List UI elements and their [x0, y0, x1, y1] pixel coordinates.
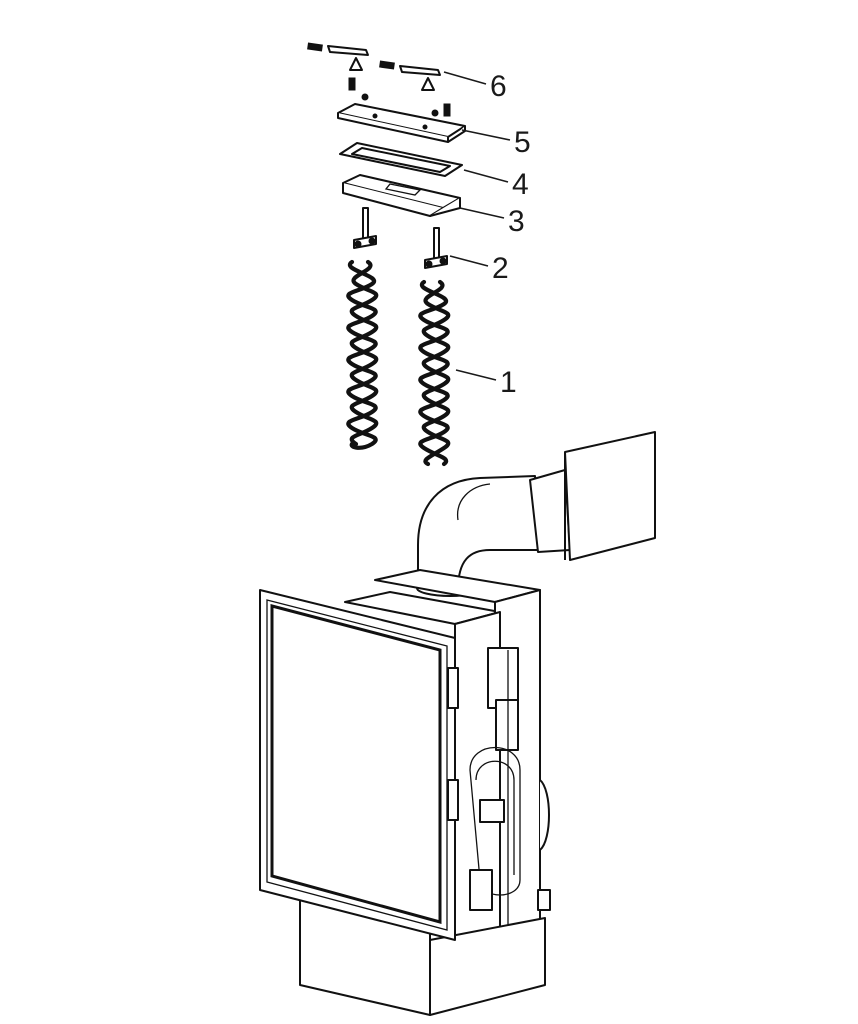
callout-number: 5 — [514, 126, 531, 159]
mounting-plate — [342, 174, 461, 217]
callout-number: 4 — [512, 168, 529, 201]
boiler-body — [259, 569, 551, 1016]
flue-duct — [416, 431, 656, 597]
top-fixings — [307, 42, 451, 117]
gasket — [339, 142, 463, 177]
callout-5: 5 — [461, 126, 531, 159]
callout-6: 6 — [443, 70, 507, 103]
callout-1: 1 — [455, 366, 517, 399]
callout-3: 3 — [459, 205, 525, 238]
cover-plate — [337, 103, 466, 143]
callout-4: 4 — [463, 168, 529, 201]
callout-number: 2 — [492, 252, 509, 285]
heating-elements — [346, 259, 451, 467]
callout-number: 3 — [508, 205, 525, 238]
element-clips — [353, 207, 448, 269]
callout-2: 2 — [449, 252, 509, 285]
callout-number: 6 — [490, 70, 507, 103]
callout-number: 1 — [500, 366, 517, 399]
